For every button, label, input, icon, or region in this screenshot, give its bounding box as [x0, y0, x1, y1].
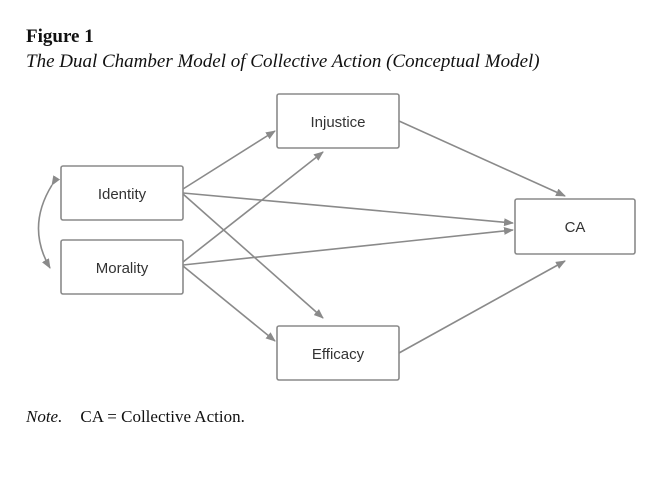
node-efficacy-label: Efficacy — [312, 346, 365, 363]
edges — [37, 120, 566, 354]
edge-morality-efficacy — [182, 265, 276, 342]
node-identity-label: Identity — [98, 186, 147, 203]
edge-identity-morality-correlation — [37, 175, 61, 269]
edge-efficacy-ca — [398, 260, 566, 354]
edge-injustice-ca — [398, 120, 566, 197]
node-injustice: Injustice — [276, 93, 400, 149]
node-efficacy: Efficacy — [276, 325, 400, 381]
edge-morality-ca — [182, 226, 514, 266]
node-injustice-label: Injustice — [310, 114, 365, 131]
node-morality-label: Morality — [96, 260, 149, 277]
note-text: CA = Collective Action. — [80, 407, 245, 426]
note-label: Note. — [26, 407, 63, 426]
edge-identity-ca — [182, 192, 514, 227]
node-identity: Identity — [60, 165, 184, 221]
figure-note: Note. CA = Collective Action. — [26, 408, 245, 425]
node-morality: Morality — [60, 239, 184, 295]
figure-label: Figure 1 — [26, 26, 94, 47]
figure-title: The Dual Chamber Model of Collective Act… — [26, 51, 540, 72]
node-ca: CA — [514, 198, 636, 255]
node-ca-label: CA — [565, 219, 586, 236]
edge-identity-efficacy — [182, 193, 324, 319]
edge-identity-injustice — [182, 130, 276, 190]
edge-morality-injustice — [182, 151, 324, 263]
